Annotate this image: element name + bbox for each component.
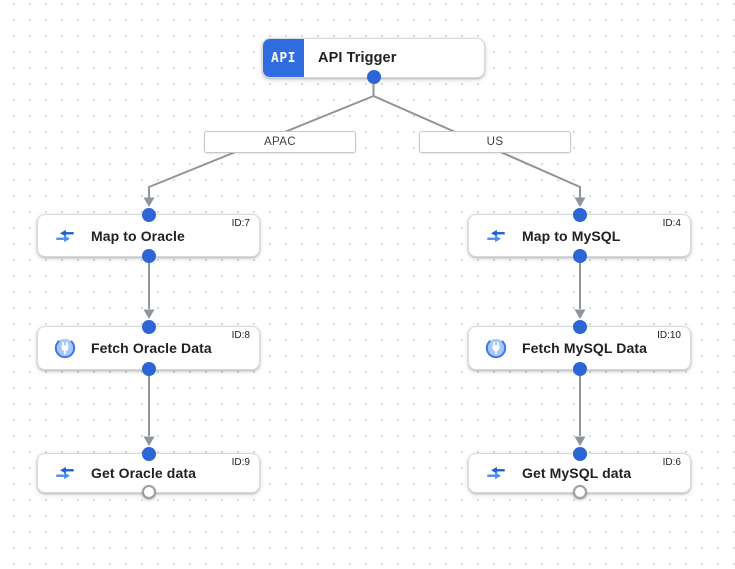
input-port[interactable] (141, 447, 156, 461)
output-port[interactable] (572, 362, 587, 376)
edge-lines (148, 84, 581, 436)
branch-label-apac[interactable]: APAC (204, 131, 356, 153)
branch-label-text: APAC (263, 136, 297, 148)
data-mapping-icon (485, 225, 507, 247)
node-map-to-mysql[interactable]: Map to MySQL ID:4 (468, 208, 691, 263)
branch-label-text: US (486, 136, 504, 148)
api-badge-icon: API (263, 39, 304, 77)
node-title: Map to MySQL (522, 227, 621, 244)
node-id-label: ID:8 (231, 330, 250, 341)
node-title: Fetch MySQL Data (522, 340, 648, 356)
output-port[interactable] (141, 362, 156, 376)
arrowhead-icon (574, 309, 586, 319)
node-api-trigger[interactable]: API API Trigger (262, 38, 485, 84)
node-fetch-mysql-data[interactable]: Fetch MySQL Data ID:10 (468, 320, 691, 376)
node-id-label: ID:9 (231, 457, 250, 468)
output-port[interactable] (141, 249, 156, 263)
input-port[interactable] (141, 208, 156, 222)
arrowhead-icon (143, 197, 155, 207)
arrowhead-icon (574, 436, 586, 446)
output-port-open[interactable] (141, 485, 156, 499)
edge-branch-apac (148, 95, 374, 198)
node-get-oracle-data[interactable]: Get Oracle data ID:9 (37, 447, 260, 499)
node-title: Map to Oracle (91, 227, 185, 244)
connector-icon (485, 337, 507, 359)
node-title: Get Oracle data (91, 465, 196, 481)
arrowhead-icon (143, 309, 155, 319)
node-title: Fetch Oracle Data (91, 340, 212, 356)
output-port-open[interactable] (572, 485, 587, 499)
input-port[interactable] (572, 208, 587, 222)
node-id-label: ID:10 (657, 330, 681, 341)
node-title: Get MySQL data (522, 465, 632, 481)
node-map-to-oracle[interactable]: Map to Oracle ID:7 (37, 208, 260, 263)
node-id-label: ID:6 (662, 457, 681, 468)
node-fetch-oracle-data[interactable]: Fetch Oracle Data ID:8 (37, 320, 260, 376)
arrowhead-icon (143, 436, 155, 446)
edge-branch-us (373, 95, 581, 198)
api-badge-text: API (271, 50, 296, 66)
data-mapping-icon (54, 225, 76, 247)
output-port[interactable] (366, 70, 381, 84)
node-id-label: ID:4 (662, 218, 681, 229)
input-port[interactable] (141, 320, 156, 334)
data-mapping-icon (54, 462, 76, 484)
node-title: API Trigger (318, 50, 397, 66)
arrowhead-icon (574, 197, 586, 207)
input-port[interactable] (572, 320, 587, 334)
data-mapping-icon (485, 462, 507, 484)
input-port[interactable] (572, 447, 587, 461)
edge-arrowheads (143, 197, 586, 446)
output-port[interactable] (572, 249, 587, 263)
node-id-label: ID:7 (231, 218, 250, 229)
branch-label-us[interactable]: US (419, 131, 571, 153)
node-get-mysql-data[interactable]: Get MySQL data ID:6 (468, 447, 691, 499)
connector-icon (54, 337, 76, 359)
